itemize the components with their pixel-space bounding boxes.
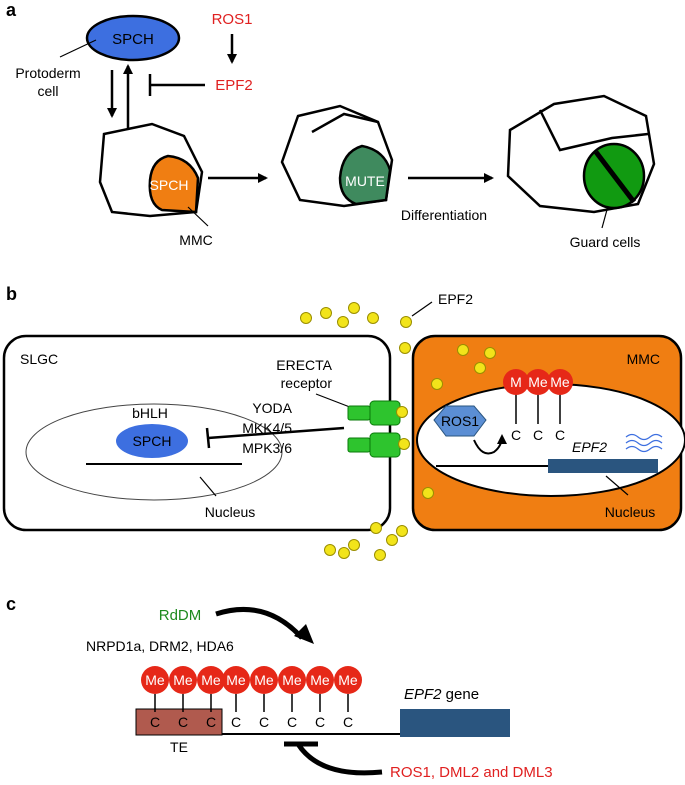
guard-cells-leader [601,205,609,229]
me-label-c-4: Me [226,672,246,688]
me-label-c-6: Me [282,672,302,688]
epf2-gene-c [400,709,510,737]
panel-c-label: c [6,594,16,614]
erecta-receptor-top [347,400,401,426]
nucleus-left-label: Nucleus [205,504,256,520]
nucleus-right-label: Nucleus [605,504,656,520]
c-label-c-7: C [315,714,325,730]
protoderm-label-2: cell [37,83,58,99]
me-label-c-1: Me [145,672,165,688]
stomatal-pore [594,150,636,204]
protoderm-label-1: Protoderm [15,65,80,81]
guard-cells-label: Guard cells [570,234,641,250]
me-circle-c-6 [278,666,306,694]
epf2-label-a: EPF2 [215,77,253,94]
panel-c: c RdDM NRPD1a, DRM2, HDA6 TE EPF2 gene [6,594,553,781]
c-label-c-2: C [178,714,188,730]
nucleus-left-leader [199,476,217,497]
te-label: TE [170,739,188,755]
me-label-b-2: Me [528,374,548,390]
c-label-c-6: C [287,714,297,730]
ros1-label-a: ROS1 [212,11,253,28]
mmc-label-a: MMC [179,232,212,248]
spch-label-b: SPCH [133,433,172,449]
me-circle-c-3 [197,666,225,694]
mute-region [338,144,392,206]
transcript-wave-1 [625,433,663,441]
mmc-leader [187,206,209,227]
te-box [135,708,223,736]
demethylases-label: ROS1, DML2 and DML3 [390,764,553,781]
panel-a: a SPCH ROS1 EPF2 Protoderm cell SPCH MMC… [6,0,656,250]
bhlh-label: bHLH [132,405,168,421]
me-circle-b-1 [503,369,529,395]
enzymes-label: NRPD1a, DRM2, HDA6 [86,638,234,654]
mute-cell-inner-wall [311,112,379,134]
me-circle-b-2 [525,369,551,395]
me-circle-b-3 [547,369,573,395]
panel-a-label: a [6,0,17,20]
guard-cell-inner-wall [538,109,649,152]
me-label-c-3: Me [201,672,221,688]
me-label-c-7: Me [310,672,330,688]
panel-b-label: b [6,284,17,304]
me-label-c-2: Me [173,672,193,688]
me-circles-b: M Me Me C C C [503,369,573,443]
rddm-arrow-head [294,624,314,644]
epf2-gene-label-c: EPF2 gene [404,686,479,703]
epf2-leader [411,301,433,317]
me-circle-c-2 [169,666,197,694]
me-label-b-1: M [510,374,522,390]
mapk-inhibition-line [207,426,345,440]
ros1-label-b: ROS1 [441,413,479,429]
me-label-c-5: Me [254,672,274,688]
c-label-c-8: C [343,714,353,730]
spch-top-label: SPCH [112,31,154,48]
c-label-c-4: C [231,714,241,730]
mmc-label-b: MMC [627,351,660,367]
ros1-hexagon [433,405,487,437]
mapk-inhibition-bar [205,427,211,449]
c-label-b-1: C [511,427,521,443]
me-label-c-8: Me [338,672,358,688]
me-circle-c-7 [306,666,334,694]
erecta-receptor-bottom [347,432,401,458]
me-circle-c-1 [141,666,169,694]
spch-cell-label: SPCH [150,177,189,193]
transcript-wave-2 [625,439,663,447]
c-label-c-3: C [206,714,216,730]
me-circle-c-5 [250,666,278,694]
protoderm-leader [59,39,97,58]
me-label-b-3: Me [550,374,570,390]
epf2-gene-label-b: EPF2 [572,439,607,455]
slgc-label: SLGC [20,351,58,367]
nucleus-right-leader [605,475,629,496]
me-circle-c-8 [334,666,362,694]
c-label-b-2: C [533,427,543,443]
c-label-b-3: C [555,427,565,443]
c-label-c-1: C [150,714,160,730]
ros1-demethylation-arrow [473,434,507,455]
transcript-wave-3 [625,445,663,453]
epf2-gene-b [548,459,658,473]
yoda-label: YODA [252,400,292,416]
epf2-label-b: EPF2 [438,291,473,307]
c-label-c-5: C [259,714,269,730]
spch-ellipse-b [116,424,188,458]
me-circle-c-4 [222,666,250,694]
panel-b: b EPF2 SLGC bHLH SPCH Nucleus ERECTA rec… [2,284,685,561]
rddm-arrow-shaft [215,606,304,640]
erecta-label-2: receptor [281,375,333,391]
me-circles-c: Me Me Me Me Me Me Me Me C C C C C C C C [141,666,362,730]
erecta-label-1: ERECTA [276,357,332,373]
mmc-spch-region [148,154,200,214]
differentiation-label: Differentiation [401,207,487,223]
epf2-peptides [300,302,496,561]
mpk-label: MPK3/6 [242,440,292,456]
spch-ellipse-top [85,14,181,62]
demethylase-arrow-curve [295,742,383,776]
rddm-label: RdDM [159,607,202,624]
mute-label: MUTE [345,173,385,189]
